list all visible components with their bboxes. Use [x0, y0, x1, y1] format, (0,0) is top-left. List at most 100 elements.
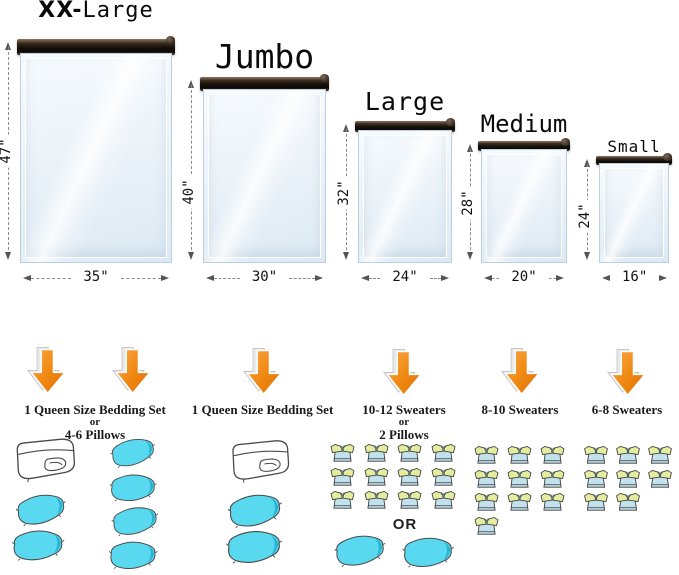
bag-body	[599, 163, 669, 263]
arrowhead-right-icon	[315, 275, 326, 281]
capacity-line: 4-6 Pillows	[64, 427, 126, 442]
sweater-icon	[429, 467, 458, 488]
down-arrow-icon	[607, 342, 647, 404]
dashed-line	[191, 85, 192, 255]
bag-title-xx-large-rest: Large	[82, 0, 154, 23]
bag-title-xx-large: XX-Large	[18, 0, 174, 23]
bag-body	[20, 53, 172, 263]
width-label: 20"	[511, 269, 537, 285]
arrowhead-down-icon	[342, 252, 349, 263]
arrowhead-left-icon	[358, 275, 369, 281]
capacity-text-large: 10-12 Sweaters or 2 Pillows	[336, 402, 472, 442]
sweater-icon	[613, 445, 643, 466]
or-separator: OR	[392, 516, 418, 533]
dashed-line	[31, 277, 72, 279]
sweater-icon	[581, 445, 611, 466]
arrowhead-right-icon	[556, 275, 567, 281]
sweater-icon	[505, 469, 534, 490]
arrowhead-left-icon	[481, 275, 492, 281]
down-arrow-icon	[112, 340, 152, 402]
sweater-icon	[538, 492, 567, 513]
sweater-icon	[645, 445, 675, 466]
sweater-icon	[613, 469, 643, 490]
sweater-icon	[645, 469, 675, 490]
zipper-seal	[200, 74, 329, 91]
dashed-line	[492, 277, 500, 279]
arrowhead-up-icon	[342, 121, 349, 132]
bag-title-jumbo: Jumbo	[214, 37, 315, 76]
height-label: 47"	[0, 134, 14, 168]
capacity-line: 1 Queen Size Bedding Set	[24, 402, 166, 417]
down-arrow-icon	[501, 341, 541, 403]
arrowhead-left-icon	[203, 275, 214, 281]
sweater-icon	[472, 516, 501, 537]
dashed-line	[369, 277, 381, 279]
dashed-line	[120, 277, 162, 279]
bag-small	[596, 153, 672, 263]
sweater-icon	[328, 467, 357, 488]
capacity-text-medium: 8-10 Sweaters	[452, 402, 588, 417]
arrowhead-up-icon	[466, 141, 473, 152]
height-label: 24"	[577, 199, 593, 233]
pillow-icon	[11, 526, 65, 565]
sweater-icon	[613, 492, 643, 513]
zipper-seal	[17, 36, 175, 55]
zipper-seal	[596, 153, 672, 165]
dashed-line	[214, 277, 240, 279]
width-dim-jumbo: 30"	[203, 270, 326, 285]
sweater-icon	[505, 492, 534, 513]
sweater-icon	[328, 490, 357, 511]
width-label: 35"	[83, 269, 109, 285]
sweater-icon	[429, 490, 458, 511]
pillow-icon	[15, 490, 67, 527]
sweater-icon	[472, 445, 501, 466]
sweater-icon	[395, 443, 424, 464]
sweater-icon	[328, 443, 357, 464]
zipper-seal	[478, 138, 570, 151]
bag-xx-large	[17, 36, 175, 263]
bag-medium	[478, 138, 570, 263]
arrowhead-up-icon	[583, 156, 590, 167]
bag-title-medium: Medium	[480, 110, 568, 138]
arrowhead-down-icon	[466, 252, 473, 263]
dashed-line	[289, 277, 316, 279]
pillow-icon	[105, 470, 161, 505]
capacity-line: 2 Pillows	[379, 427, 429, 442]
width-dim-small: 16"	[599, 270, 669, 285]
zipper-knob	[561, 138, 570, 146]
capacity-line: 1 Queen Size Bedding Set	[191, 402, 334, 417]
height-label: 32"	[336, 176, 352, 211]
width-dim-medium: 20"	[481, 269, 567, 285]
capacity-line: or	[398, 416, 410, 428]
dashed-line	[548, 277, 557, 279]
sweater-icon	[429, 443, 458, 464]
pillow-icon	[226, 491, 283, 529]
pillow-icon	[224, 527, 283, 566]
bag-title-xx-large-bold: XX-	[38, 0, 83, 23]
sweater-icon	[362, 467, 391, 488]
sweater-icon	[505, 445, 534, 466]
sweater-icon	[581, 469, 611, 490]
zipper-knob	[320, 74, 329, 82]
down-arrow-icon	[243, 341, 283, 403]
capacity-text-small: 6-8 Sweaters	[560, 402, 679, 417]
arrowhead-left-icon	[599, 275, 610, 281]
down-arrow-icon	[383, 342, 423, 404]
pillow-icon	[105, 537, 162, 574]
zipper-knob	[446, 118, 455, 126]
capacity-line: or	[89, 416, 101, 428]
bag-jumbo	[200, 74, 329, 263]
width-dim-large: 24"	[358, 269, 452, 285]
sweater-icon	[395, 490, 424, 511]
sweater-icon	[538, 469, 567, 490]
width-label: 24"	[392, 269, 418, 285]
pillow-icon	[333, 532, 386, 568]
down-arrow-icon	[27, 340, 67, 402]
arrowhead-up-icon	[4, 39, 11, 50]
bag-title-small: Small	[607, 137, 661, 156]
sweater-icon	[581, 492, 611, 513]
sweater-icon	[538, 445, 567, 466]
blanket-icon	[6, 436, 80, 490]
arrowhead-left-icon	[20, 275, 31, 281]
capacity-line: 10-12 Sweaters	[362, 402, 446, 417]
